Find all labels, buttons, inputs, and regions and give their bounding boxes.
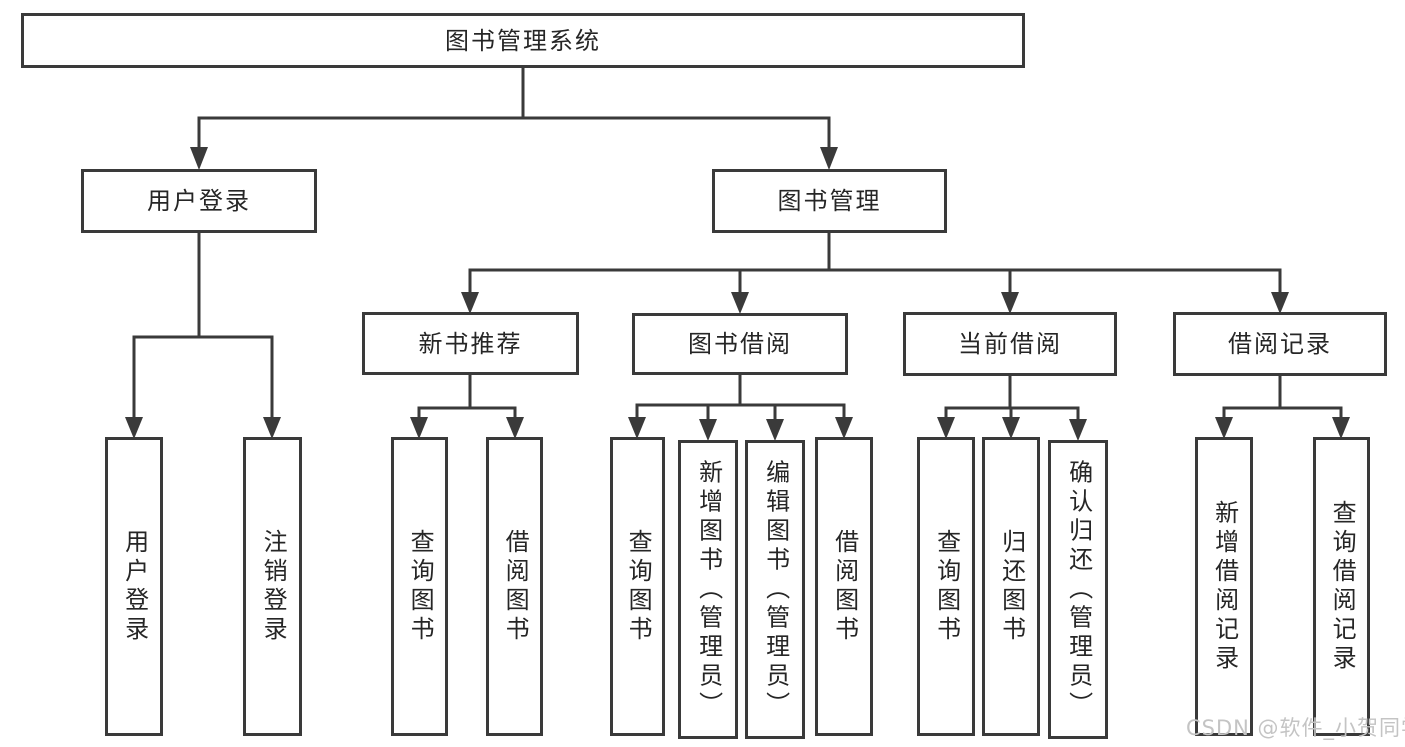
- node-current-borrowing: 当前借阅: [903, 312, 1117, 376]
- leaf-edit-book-admin: 编辑图书（管理员）: [745, 440, 805, 739]
- connector-userlogin-to-leaves: [125, 231, 281, 439]
- leaf-borrow-books-borrowing: 借阅图书: [815, 437, 873, 736]
- leaf-query-borrow-record: 查询借阅记录: [1313, 437, 1370, 736]
- connector-currentborrow-to-leaves: [937, 373, 1087, 441]
- arrowhead: [766, 419, 784, 441]
- node-label: 新增借阅记录: [1210, 499, 1239, 674]
- leaf-add-book-admin: 新增图书（管理员）: [678, 440, 738, 739]
- leaf-query-books-borrowing: 查询图书: [610, 437, 665, 736]
- node-label: 查询图书: [406, 528, 435, 645]
- connector-line: [197, 66, 831, 150]
- arrowhead: [1271, 292, 1289, 314]
- leaf-add-borrow-record: 新增借阅记录: [1195, 437, 1253, 736]
- arrowhead: [699, 419, 717, 441]
- node-label: 新增图书（管理员）: [694, 459, 723, 720]
- node-label: 借阅图书: [501, 528, 530, 645]
- arrowhead: [1332, 417, 1350, 439]
- arrowhead: [410, 417, 428, 439]
- node-root-system: 图书管理系统: [21, 13, 1025, 68]
- connector-line: [468, 231, 1282, 294]
- connector-bookmgmt-to-level3: [461, 231, 1289, 314]
- node-label: 注销登录: [259, 528, 288, 645]
- connector-borrowrecord-to-leaves: [1215, 373, 1350, 439]
- node-label: 借阅图书: [830, 528, 859, 645]
- node-label: 确认归还（管理员）: [1064, 459, 1093, 720]
- node-label: 归还图书: [997, 528, 1026, 645]
- arrowhead: [1215, 417, 1233, 439]
- arrowhead: [1002, 417, 1020, 439]
- arrowhead: [835, 417, 853, 439]
- csdn-watermark: CSDN @软件_小贺同学: [1186, 716, 1405, 740]
- connector-bookborrow-to-leaves: [628, 373, 853, 441]
- arrowhead: [731, 292, 749, 314]
- node-borrowing-records: 借阅记录: [1173, 312, 1387, 376]
- arrowhead: [461, 292, 479, 314]
- node-label: 新书推荐: [418, 329, 523, 358]
- connector-newbookrec-to-leaves: [410, 373, 524, 439]
- arrowhead: [937, 417, 955, 439]
- arrowhead: [1001, 292, 1019, 314]
- node-label: 图书管理: [777, 187, 882, 215]
- connector-line: [1222, 373, 1343, 419]
- node-book-management: 图书管理: [712, 169, 947, 233]
- connector-line: [417, 373, 517, 419]
- node-label: 查询图书: [624, 528, 653, 645]
- node-label: 用户登录: [147, 187, 251, 215]
- node-label: 图书管理系统: [445, 26, 601, 55]
- arrowhead: [820, 147, 838, 170]
- node-label: 图书借阅: [688, 330, 792, 358]
- arrowhead: [1069, 419, 1087, 441]
- leaf-user-login: 用户登录: [105, 437, 163, 736]
- node-label: 借阅记录: [1228, 330, 1332, 358]
- connector-line: [635, 373, 846, 421]
- arrowhead: [263, 417, 281, 439]
- leaf-confirm-return-admin: 确认归还（管理员）: [1048, 440, 1108, 739]
- node-label: 查询借阅记录: [1328, 499, 1357, 674]
- connector-line: [132, 231, 274, 419]
- leaf-logout: 注销登录: [243, 437, 302, 736]
- leaf-borrow-books-recommend: 借阅图书: [486, 437, 543, 736]
- node-label: 用户登录: [120, 528, 149, 645]
- arrowhead: [190, 147, 208, 170]
- connector-root-to-level2: [190, 66, 838, 170]
- connector-line: [944, 373, 1080, 421]
- leaf-return-book: 归还图书: [982, 437, 1040, 736]
- node-book-borrowing: 图书借阅: [632, 313, 848, 375]
- leaf-query-books-current: 查询图书: [917, 437, 975, 736]
- node-label: 编辑图书（管理员）: [761, 459, 790, 720]
- node-user-login: 用户登录: [81, 169, 317, 233]
- arrowhead: [506, 417, 524, 439]
- node-label: 当前借阅: [958, 330, 1062, 358]
- arrowhead: [628, 417, 646, 439]
- arrowhead: [125, 417, 143, 439]
- node-new-book-recommend: 新书推荐: [362, 312, 579, 375]
- leaf-query-books-recommend: 查询图书: [391, 437, 448, 736]
- node-label: 查询图书: [932, 528, 961, 645]
